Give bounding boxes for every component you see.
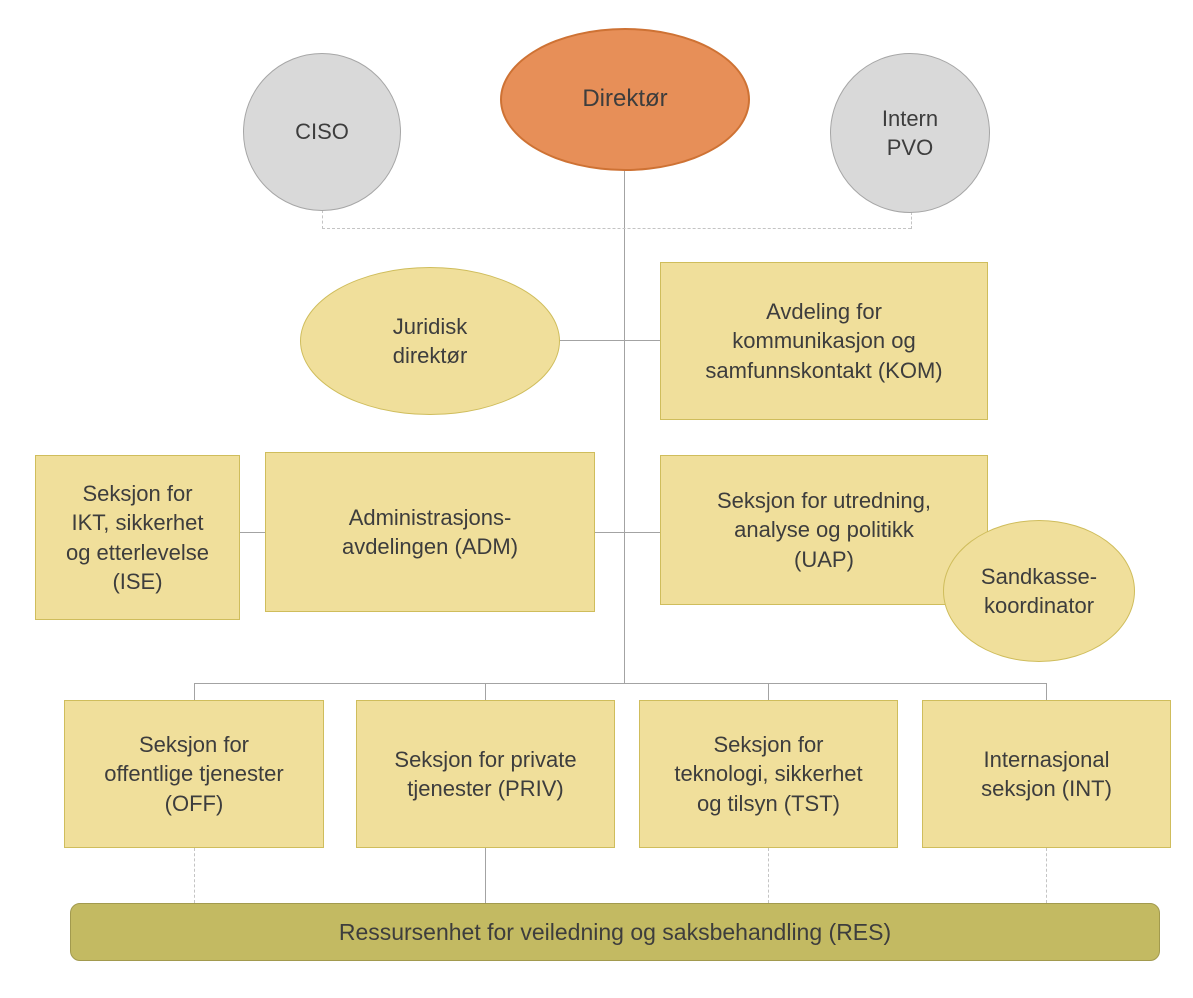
node-direktor-label: Direktør xyxy=(582,85,668,113)
node-sandkasse-koordinator-label: Sandkasse- koordinator xyxy=(980,563,1098,618)
node-direktor: Direktør xyxy=(500,28,750,171)
node-priv: Seksjon for private tjenester (PRIV) xyxy=(356,700,615,848)
connector-tst-res-dashed xyxy=(768,848,769,903)
node-int-label: Internasjonal seksjon (INT) xyxy=(981,746,1112,801)
node-juridisk-direktor: Juridisk direktør xyxy=(300,267,560,415)
node-adm: Administrasjons- avdelingen (ADM) xyxy=(265,452,595,612)
connector-uap xyxy=(624,532,660,533)
node-off-label: Seksjon for offentlige tjenester (OFF) xyxy=(104,731,284,816)
connector-juridisk xyxy=(558,340,625,341)
node-uap-label: Seksjon for utredning, analyse og politi… xyxy=(716,487,932,572)
connector-stub-priv xyxy=(485,683,486,700)
connector-stub-off xyxy=(194,683,195,700)
node-tst-label: Seksjon for teknologi, sikkerhet og tils… xyxy=(674,731,863,816)
connector-adm xyxy=(595,532,624,533)
connector-stub-int xyxy=(1046,683,1047,700)
node-ise-label: Seksjon for IKT, sikkerhet og etterlevel… xyxy=(65,480,210,594)
connector-stub-tst xyxy=(768,683,769,700)
node-ciso-label: CISO xyxy=(295,119,349,145)
connector-ise-adm xyxy=(240,532,265,533)
node-intern-pvo-label: Intern PVO xyxy=(881,105,939,160)
node-intern-pvo: Intern PVO xyxy=(830,53,990,213)
node-ise: Seksjon for IKT, sikkerhet og etterlevel… xyxy=(35,455,240,620)
connector-staff-dashed-ciso xyxy=(322,210,323,229)
node-sandkasse-koordinator: Sandkasse- koordinator xyxy=(943,520,1135,662)
connector-int-res-dashed xyxy=(1046,848,1047,903)
node-juridisk-direktor-label: Juridisk direktør xyxy=(392,313,468,368)
node-res-label: Ressursenhet for veiledning og saksbehan… xyxy=(338,918,892,945)
node-kom-label: Avdeling for kommunikasjon og samfunnsko… xyxy=(705,298,943,383)
node-off: Seksjon for offentlige tjenester (OFF) xyxy=(64,700,324,848)
node-int: Internasjonal seksjon (INT) xyxy=(922,700,1171,848)
connector-kom xyxy=(624,340,660,341)
connector-staff-dashed-pvo xyxy=(911,212,912,229)
connector-distribution-horizontal xyxy=(194,683,1047,684)
connector-priv-res xyxy=(485,848,486,903)
node-priv-label: Seksjon for private tjenester (PRIV) xyxy=(394,746,577,801)
node-ciso: CISO xyxy=(243,53,401,211)
node-uap: Seksjon for utredning, analyse og politi… xyxy=(660,455,988,605)
node-adm-label: Administrasjons- avdelingen (ADM) xyxy=(341,504,519,559)
node-res: Ressursenhet for veiledning og saksbehan… xyxy=(70,903,1160,961)
node-kom: Avdeling for kommunikasjon og samfunnsko… xyxy=(660,262,988,420)
connector-staff-dashed-horizontal xyxy=(322,228,911,229)
connector-off-res-dashed xyxy=(194,848,195,903)
connector-direktor-vertical xyxy=(624,170,625,683)
node-tst: Seksjon for teknologi, sikkerhet og tils… xyxy=(639,700,898,848)
